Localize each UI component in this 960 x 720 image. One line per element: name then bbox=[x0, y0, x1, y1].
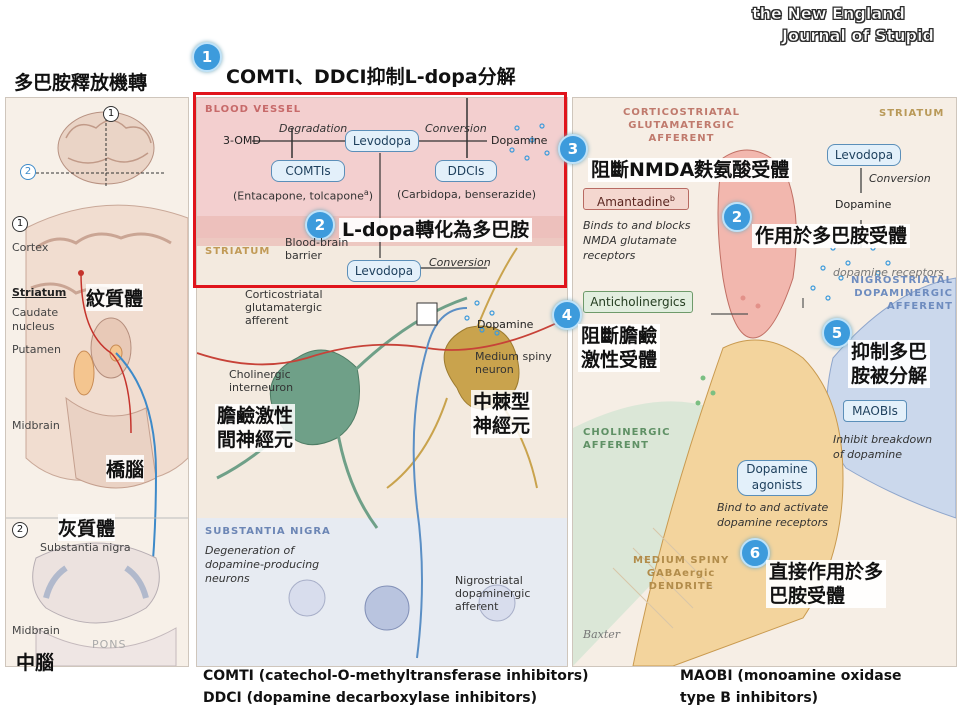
label-msn-caps: MEDIUM SPINY GABAergic DENDRITE bbox=[633, 555, 730, 592]
ldopa-conversion-zh: L-dopa轉化為多巴胺 bbox=[339, 218, 533, 242]
box-maobis: MAOBIs bbox=[843, 400, 907, 422]
label-putamen: Putamen bbox=[12, 343, 61, 356]
box-amantadine: Amantadineb bbox=[583, 188, 689, 210]
box-comtis: COMTIs bbox=[271, 160, 345, 182]
label-striatum-zh: 紋質體 bbox=[86, 284, 144, 311]
label-pons: PONS bbox=[92, 638, 127, 651]
circle-num-1-section: 1 bbox=[12, 216, 28, 232]
amantadine-text: Amantadine bbox=[597, 195, 670, 209]
box-levodopa-striatum: Levodopa bbox=[347, 260, 421, 282]
label-striatum-right: STRIATUM bbox=[879, 108, 945, 119]
step-badge-6: 6 bbox=[740, 538, 770, 568]
highlight-box bbox=[193, 92, 567, 288]
label-degradation: Degradation bbox=[279, 122, 348, 135]
label-maobi-desc: Inhibit breakdown of dopamine bbox=[833, 433, 933, 461]
step-badge-4: 4 bbox=[552, 300, 582, 330]
label-amantadine-desc: Binds to and blocks NMDA glutamate recep… bbox=[583, 219, 691, 262]
label-agonist-desc: Bind to and activate dopamine receptors bbox=[717, 501, 829, 529]
label-bbb: Blood-brain barrier bbox=[285, 236, 349, 262]
label-striatum: Striatum bbox=[12, 286, 67, 299]
act-on-receptor-zh: 作用於多巴胺受體 bbox=[752, 224, 911, 248]
label-midbrain: Midbrain bbox=[12, 419, 60, 432]
step-badge-1: 1 bbox=[192, 42, 222, 72]
label-conversion-blood: Conversion bbox=[425, 122, 487, 135]
step-badge-5: 5 bbox=[822, 318, 852, 348]
comt-footnote-mark: a bbox=[363, 188, 369, 197]
striatum-illustration bbox=[197, 98, 567, 666]
step-badge-3: 3 bbox=[558, 134, 588, 164]
direct-receptor-zh: 直接作用於多 巴胺受體 bbox=[766, 560, 887, 608]
label-midbrain-2: Midbrain bbox=[12, 624, 60, 637]
label-dopamine-blood: Dopamine bbox=[491, 134, 548, 147]
cholinergic-interneuron-zh: 膽鹼激性 間神經元 bbox=[215, 404, 296, 452]
amantadine-footnote-mark: b bbox=[669, 194, 675, 203]
box-levodopa-right: Levodopa bbox=[827, 144, 901, 166]
brain-anatomy-illustration bbox=[6, 111, 188, 666]
label-corticostriatal: Corticostriatal glutamatergic afferent bbox=[245, 288, 323, 327]
label-pons-zh: 橋腦 bbox=[106, 455, 145, 482]
label-degeneration: Degeneration of dopamine-producing neuro… bbox=[205, 544, 320, 585]
label-substantia-zh: 灰質體 bbox=[58, 514, 116, 541]
label-conversion-striatum: Conversion bbox=[429, 256, 491, 269]
label-striatum-middle: STRIATUM bbox=[205, 246, 271, 257]
circle-num-1-top: 1 bbox=[103, 106, 119, 122]
label-midbrain-zh: 中腦 bbox=[16, 652, 55, 674]
circle-num-2-section: 2 bbox=[12, 522, 28, 538]
label-medium-spiny-neuron: Medium spiny neuron bbox=[475, 350, 552, 376]
label-cortex: Cortex bbox=[12, 241, 49, 254]
label-substantia-nigra-caps: SUBSTANTIA NIGRA bbox=[205, 526, 331, 537]
label-nigrostriatal-afferent: Nigrostriatal dopaminergic afferent bbox=[455, 574, 531, 613]
label-ddc-examples: (Carbidopa, benserazide) bbox=[397, 188, 537, 201]
box-ddcis: DDCIs bbox=[435, 160, 497, 182]
step-badge-2-middle: 2 bbox=[305, 210, 335, 240]
footnote-maobi-2: type B inhibitors) bbox=[680, 690, 819, 706]
circle-num-2-side: 2 bbox=[20, 164, 36, 180]
label-substantia-nigra: Substantia nigra bbox=[40, 541, 131, 554]
footnote-ddci: DDCI (dopamine decarboxylase inhibitors) bbox=[203, 690, 538, 706]
box-dopamine-agonists: Dopamine agonists bbox=[737, 460, 817, 496]
label-dopamine-right: Dopamine bbox=[835, 198, 892, 211]
label-blood-vessel: BLOOD VESSEL bbox=[205, 104, 302, 115]
medium-spiny-neuron-zh: 中棘型 神經元 bbox=[471, 390, 533, 438]
journal-logo-line2: Journal of Stupid bbox=[782, 26, 935, 46]
box-levodopa-blood: Levodopa bbox=[345, 130, 419, 152]
footnote-maobi-1: MAOBI (monoamine oxidase bbox=[680, 668, 902, 684]
label-conversion-right: Conversion bbox=[869, 172, 931, 185]
middle-header: COMTI、DDCI抑制L-dopa分解 bbox=[226, 66, 516, 88]
left-panel: 1 2 1 Cortex Striatum 紋質體 Caudate nucleu… bbox=[5, 97, 189, 667]
artist-signature: Baxter bbox=[583, 628, 621, 641]
comt-examples-text: (Entacapone, tolcapone bbox=[233, 189, 364, 203]
footnote-comti: COMTI (catechol-O-methyltransferase inhi… bbox=[203, 668, 589, 684]
nmda-block-zh: 阻斷NMDA麩氨酸受體 bbox=[588, 158, 793, 182]
label-dopamine-receptors: dopamine receptors bbox=[833, 266, 944, 279]
label-3-omd: 3-OMD bbox=[223, 134, 261, 147]
label-cholinergic-interneuron: Cholinergic interneuron bbox=[229, 368, 294, 394]
label-comt-examples: (Entacapone, tolcaponea) bbox=[233, 188, 373, 203]
journal-logo-line1: the New England bbox=[752, 4, 906, 24]
comt-examples-close: ) bbox=[368, 189, 374, 203]
label-corticostriatal-caps: CORTICOSTRIATAL GLUTAMATERGIC AFFERENT bbox=[623, 107, 741, 144]
anticholinergic-zh: 阻斷膽鹼 激性受體 bbox=[578, 324, 661, 372]
step-badge-2-right: 2 bbox=[722, 202, 752, 232]
inhibit-breakdown-zh: 抑制多巴 胺被分解 bbox=[848, 340, 931, 388]
label-caudate: Caudate nucleus bbox=[12, 306, 59, 333]
box-anticholinergics: Anticholinergics bbox=[583, 291, 693, 313]
middle-panel: BLOOD VESSEL 3-OMD Degradation Levodopa … bbox=[196, 97, 568, 667]
label-cholinergic-caps: CHOLINERGIC AFFERENT bbox=[583, 427, 671, 451]
label-dopamine-striatum: Dopamine bbox=[477, 318, 534, 331]
label-nigrostriatal-caps: NIGROSTRIATAL DOPAMINERGIC AFFERENT bbox=[850, 275, 953, 312]
left-panel-title: 多巴胺釋放機轉 bbox=[14, 72, 148, 94]
